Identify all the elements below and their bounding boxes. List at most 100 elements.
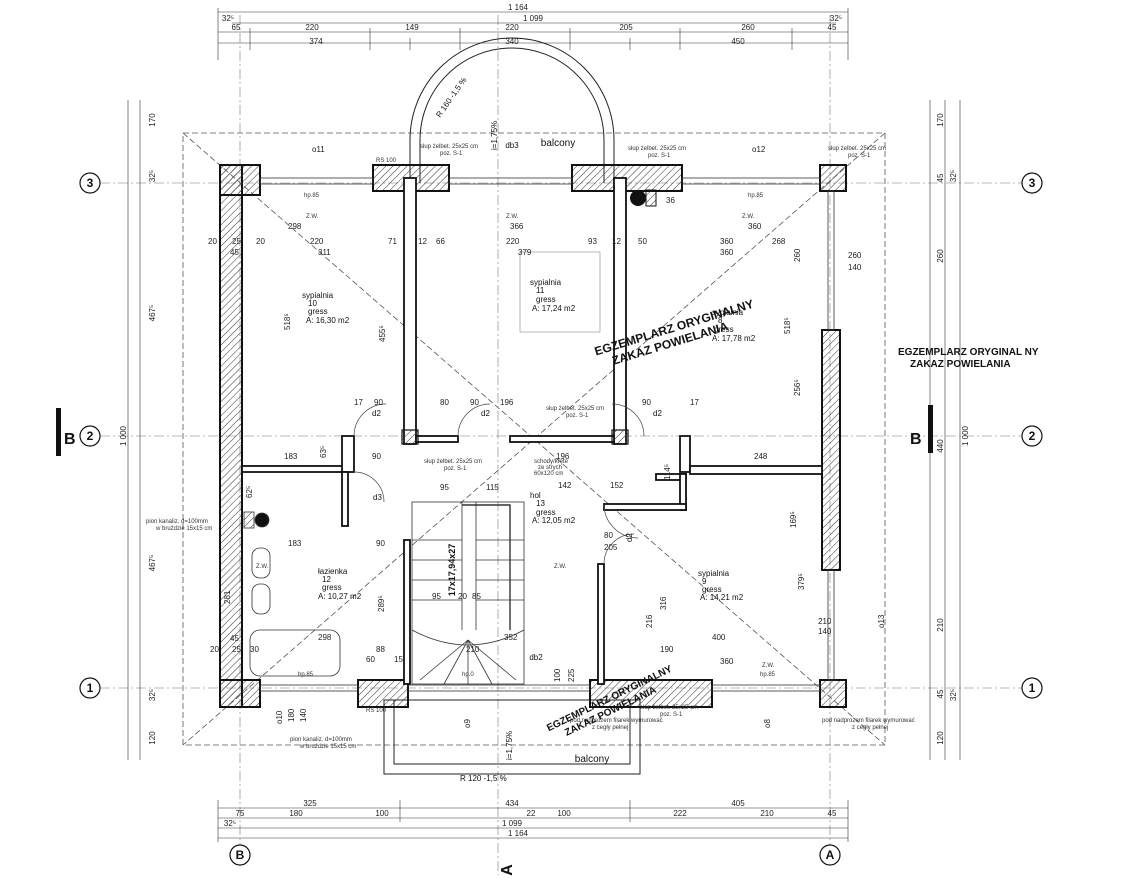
axis-2-left: 2 (87, 429, 94, 443)
svg-text:360: 360 (748, 222, 762, 231)
svg-text:180: 180 (287, 708, 296, 722)
svg-text:311: 311 (318, 248, 331, 257)
dim-top-overall: 1 164 (508, 3, 529, 12)
svg-text:366: 366 (510, 222, 524, 231)
dim-bot-r1-1: 434 (505, 799, 519, 808)
svg-text:łazienka: łazienka (318, 567, 348, 576)
window-o11: o11 (312, 145, 325, 154)
dim-left-d5: 32⁵ (148, 689, 157, 701)
dim-bot-r2-6: 210 (760, 809, 774, 818)
svg-text:183: 183 (288, 539, 302, 548)
svg-text:gress: gress (322, 583, 342, 592)
zw-5: Z.W. (554, 564, 567, 570)
svg-text:20: 20 (256, 237, 265, 246)
svg-text:210: 210 (818, 617, 832, 626)
dim-bot-overall: 1 164 (508, 829, 529, 838)
svg-text:gress: gress (714, 325, 734, 334)
svg-text:20: 20 (208, 237, 217, 246)
dim-right-d4: 440 (936, 439, 945, 453)
svg-text:316: 316 (659, 596, 668, 610)
svg-text:gress: gress (702, 585, 722, 594)
svg-text:360: 360 (720, 657, 734, 666)
zw-6: Z.W. (762, 663, 775, 669)
pion-note-2b: w bruździe 15x15 cm (299, 744, 356, 750)
svg-text:216: 216 (645, 614, 654, 628)
svg-text:63⁵: 63⁵ (319, 446, 328, 458)
svg-text:gress: gress (536, 295, 556, 304)
svg-text:12: 12 (612, 237, 621, 246)
axis-bubbles (79, 172, 1043, 866)
room-10: sypialnia 10 gress A: 16,30 m2 (302, 291, 350, 325)
bottom-dimensions (217, 800, 849, 842)
svg-text:210: 210 (466, 645, 480, 654)
dim-bot-r1-2: 405 (731, 799, 745, 808)
room-11: sypialnia 11 gress A: 17,24 m2 (530, 278, 576, 313)
window-strips (259, 177, 835, 692)
svg-text:17: 17 (690, 398, 699, 407)
balcony-bottom-label: balcony (575, 754, 609, 765)
lintel-note-2b: z cegły pełnej (592, 725, 628, 731)
svg-text:298: 298 (288, 222, 302, 231)
interior-walls (241, 177, 823, 685)
dim-bot-r2-2: 100 (375, 809, 389, 818)
zw-1: Z.W. (306, 214, 319, 220)
zw-3: Z.W. (742, 214, 755, 220)
svg-text:8: 8 (718, 316, 723, 325)
svg-text:sypialnia: sypialnia (302, 291, 334, 300)
lintel-note-2a: pod nadprożem filarek wymurować (570, 718, 663, 724)
dim-top-left-a: 32⁵ (222, 14, 234, 23)
column-note-4-poz: poz. S-1 (566, 413, 589, 419)
rs100-top: RS 100 (376, 158, 397, 164)
svg-text:90: 90 (374, 398, 383, 407)
svg-text:289⁵: 289⁵ (377, 595, 386, 612)
svg-text:281: 281 (223, 590, 232, 604)
dim-top-r1-4: 205 (619, 23, 633, 32)
svg-text:62⁵: 62⁵ (245, 486, 254, 498)
dim-right-d2: 45 (936, 173, 945, 182)
dim-top-r1-1: 220 (305, 23, 319, 32)
dim-top-r1-6: 45 (828, 23, 837, 32)
column-note-6: słup żelbet. 25x25 cm (640, 705, 698, 711)
svg-text:140: 140 (848, 263, 862, 272)
section-a-bottom: A (499, 864, 516, 876)
svg-text:205: 205 (604, 543, 618, 552)
svg-text:80: 80 (604, 531, 613, 540)
room-12-bathroom: łazienka 12 gress A: 10,27 m2 (318, 567, 362, 601)
svg-text:220: 220 (310, 237, 324, 246)
staircase (411, 501, 525, 685)
balcony-top-label: balcony (541, 138, 575, 149)
svg-text:95: 95 (432, 592, 441, 601)
svg-text:66: 66 (436, 237, 445, 246)
zw-4: Z.W. (256, 564, 269, 570)
room-8: sypialnia 8 gress A: 17,78 m2 (712, 308, 756, 343)
section-b-right: B (910, 431, 922, 448)
svg-text:85: 85 (472, 592, 481, 601)
attic-stairs-3: 60x120 cm (534, 471, 563, 477)
svg-text:20: 20 (458, 592, 467, 601)
door-d2-3: d2 (653, 409, 662, 418)
svg-text:298: 298 (318, 633, 332, 642)
balcony-bottom (383, 699, 641, 775)
exterior-walls (219, 164, 847, 708)
svg-text:268: 268 (772, 237, 786, 246)
hp85-2: hp.85 (748, 193, 764, 199)
svg-text:A: 17,78 m2: A: 17,78 m2 (712, 334, 756, 343)
window-o12: o12 (752, 145, 766, 154)
top-dimensions (217, 8, 849, 60)
slope-top-label: i=1,75% (490, 121, 499, 150)
pion-note-1b: w bruździe 15x15 cm (155, 526, 212, 532)
svg-text:80: 80 (440, 398, 449, 407)
svg-text:400: 400 (712, 633, 726, 642)
r120-label: R 120 -1,5 % (460, 774, 507, 783)
svg-text:248: 248 (754, 452, 768, 461)
column-note-2-poz: poz. S-1 (648, 153, 671, 159)
svg-text:518⁵: 518⁵ (783, 317, 792, 334)
svg-text:sypialnia: sypialnia (530, 278, 562, 287)
svg-text:90: 90 (642, 398, 651, 407)
svg-text:15: 15 (394, 655, 403, 664)
dim-right-total: 1 000 (961, 425, 970, 446)
svg-text:352: 352 (504, 633, 518, 642)
dim-bot-r2-5: 222 (673, 809, 687, 818)
svg-text:196: 196 (500, 398, 514, 407)
